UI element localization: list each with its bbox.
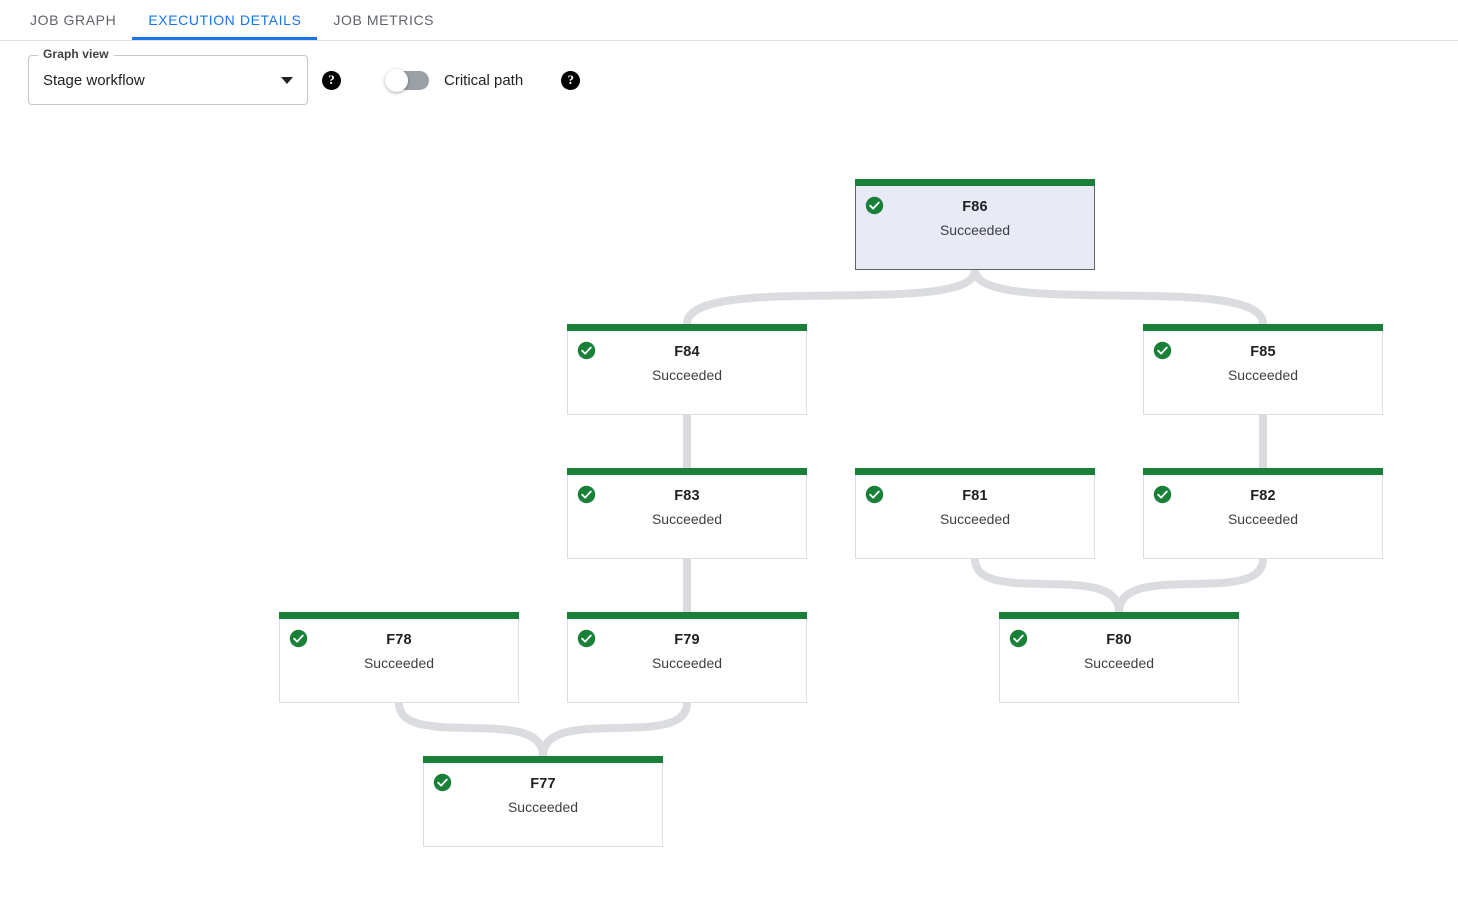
graph-view-help-icon[interactable]: ? [322, 70, 341, 90]
node-status-text: Succeeded [507, 799, 579, 815]
tab-bar: JOB GRAPH EXECUTION DETAILS JOB METRICS [0, 0, 1458, 41]
node-title: F85 [1250, 344, 1276, 360]
tab-job-graph[interactable]: JOB GRAPH [14, 0, 132, 40]
tab-job-metrics[interactable]: JOB METRICS [317, 0, 450, 40]
critical-path-help-icon[interactable]: ? [561, 70, 581, 90]
graph-view-selected-value: Stage workflow [43, 71, 145, 89]
node-status-text: Succeeded [939, 222, 1011, 238]
node-status-bar [567, 324, 807, 331]
node-title: F77 [530, 776, 556, 792]
node-status-bar [567, 612, 807, 619]
graph-edge-f78-f77 [395, 699, 547, 760]
success-check-icon [433, 773, 452, 792]
node-status-text: Succeeded [1227, 511, 1299, 527]
node-status-text: Succeeded [363, 655, 435, 671]
node-title: F84 [674, 344, 700, 360]
success-check-icon [1153, 485, 1172, 504]
success-check-icon [577, 341, 596, 360]
graph-view-select-wrap: Graph view Stage workflow [28, 47, 308, 105]
node-status-text: Succeeded [651, 655, 723, 671]
success-check-icon [1153, 341, 1172, 360]
graph-view-label: Graph view [38, 47, 114, 61]
controls-row: Graph view Stage workflow ? Critical pat… [0, 41, 1458, 119]
critical-path-toggle[interactable] [385, 68, 429, 92]
graph-view-select[interactable]: Stage workflow [28, 55, 308, 105]
graph-edge-f86-f84 [683, 266, 979, 328]
node-title: F78 [386, 632, 412, 648]
node-status-text: Succeeded [651, 511, 723, 527]
critical-path-label: Critical path [444, 71, 524, 89]
node-title: F83 [674, 488, 700, 504]
node-status-bar [279, 612, 519, 619]
node-status-bar [855, 468, 1095, 475]
graph-edge-f81-f80 [971, 555, 1123, 616]
node-status-text: Succeeded [1083, 655, 1155, 671]
success-check-icon [577, 629, 596, 648]
critical-path-group: Critical path ? [385, 68, 581, 92]
node-title: F81 [962, 488, 988, 504]
graph-edge-f86-f85 [971, 266, 1267, 328]
node-status-bar [1143, 324, 1383, 331]
node-status-text: Succeeded [1227, 367, 1299, 383]
success-check-icon [577, 485, 596, 504]
toggle-knob-icon [385, 68, 408, 92]
node-status-bar [855, 179, 1095, 186]
node-status-bar [1143, 468, 1383, 475]
success-check-icon [289, 629, 308, 648]
success-check-icon [865, 485, 884, 504]
node-title: F80 [1106, 632, 1132, 648]
graph-edge-f79-f77 [539, 699, 691, 760]
graph-edge-f82-f80 [1115, 555, 1267, 616]
node-status-text: Succeeded [939, 511, 1011, 527]
node-status-text: Succeeded [651, 367, 723, 383]
chevron-down-icon[interactable] [281, 76, 293, 84]
node-status-bar [999, 612, 1239, 619]
success-check-icon [865, 196, 884, 215]
success-check-icon [1009, 629, 1028, 648]
node-status-bar [423, 756, 663, 763]
node-title: F82 [1250, 488, 1276, 504]
tab-execution-details[interactable]: EXECUTION DETAILS [132, 0, 318, 40]
node-title: F79 [674, 632, 700, 648]
node-title: F86 [962, 199, 988, 215]
node-status-bar [567, 468, 807, 475]
